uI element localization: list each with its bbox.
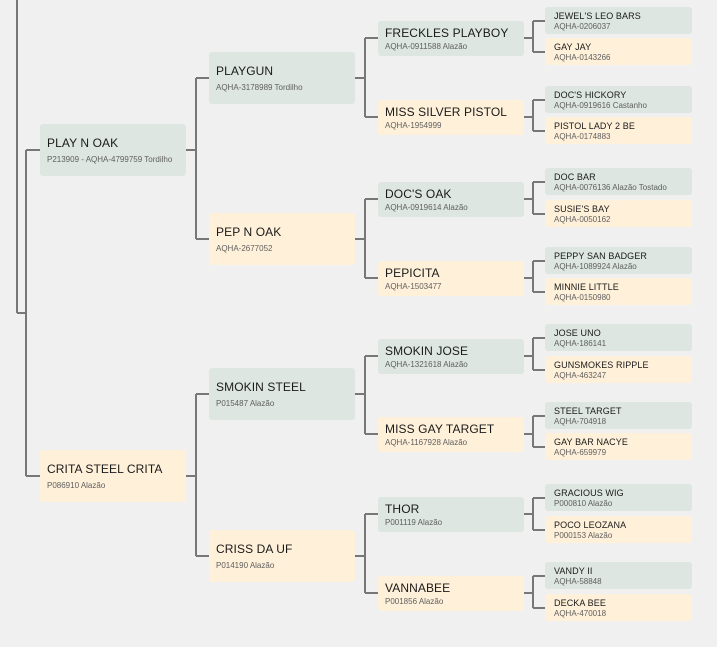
horse-registration: AQHA-0919614 Alazão — [385, 203, 468, 212]
pedigree-card-d[interactable]: CRITA STEEL CRITA P086910 Alazão — [40, 450, 186, 502]
horse-registration: P014190 Alazão — [216, 561, 275, 570]
horse-name: JOSE UNO — [554, 327, 601, 338]
horse-name: PEPPY SAN BADGER — [554, 250, 647, 261]
horse-name: PISTOL LADY 2 BE — [554, 120, 635, 131]
horse-registration: AQHA-1954999 — [385, 121, 442, 130]
horse-name: VANDY II — [554, 565, 593, 576]
horse-name: SMOKIN JOSE — [385, 344, 469, 358]
horse-name: CRISS DA UF — [216, 542, 293, 556]
horse-name: PLAYGUN — [216, 64, 274, 78]
pedigree-card-sss[interactable]: FRECKLES PLAYBOY AQHA-0911588 Alazão — [378, 21, 524, 56]
horse-registration: AQHA-1167928 Alazão — [385, 438, 468, 447]
pedigree-card-dd[interactable]: CRISS DA UF P014190 Alazão — [209, 530, 355, 582]
horse-name: GAY JAY — [554, 41, 592, 52]
pedigree-card-ddsd[interactable]: POCO LEOZANA P000153 Alazão — [545, 516, 692, 543]
horse-registration: AQHA-0911588 Alazão — [385, 42, 468, 51]
pedigree-card-sdsd[interactable]: SUSIE'S BAY AQHA-0050162 — [545, 200, 692, 227]
pedigree-card-sdd[interactable]: PEPICITA AQHA-1503477 — [378, 261, 524, 296]
horse-registration: AQHA-463247 — [554, 370, 607, 380]
pedigree-card-dds[interactable]: THOR P001119 Alazão — [378, 497, 524, 532]
horse-registration: P001856 Alazão — [385, 597, 444, 606]
horse-registration: AQHA-704918 — [554, 416, 607, 426]
horse-registration: AQHA-470018 — [554, 608, 607, 618]
horse-registration: AQHA-186141 — [554, 338, 607, 348]
pedigree-card-ddss[interactable]: GRACIOUS WIG P000810 Alazão — [545, 484, 692, 511]
pedigree-card-sds[interactable]: DOC'S OAK AQHA-0919614 Alazão — [378, 182, 524, 217]
horse-name: PEPICITA — [385, 266, 440, 280]
horse-name: PEP N OAK — [216, 225, 282, 239]
horse-name: POCO LEOZANA — [554, 519, 627, 530]
horse-name: MISS SILVER PISTOL — [385, 105, 508, 119]
horse-name: THOR — [385, 502, 420, 516]
horse-name: SMOKIN STEEL — [216, 380, 306, 394]
horse-registration: P213909 - AQHA-4799759 Tordilho — [47, 155, 173, 164]
horse-registration: AQHA-3178989 Tordilho — [216, 83, 303, 92]
horse-name: CRITA STEEL CRITA — [47, 462, 163, 476]
horse-name: PLAY N OAK — [47, 136, 119, 150]
horse-name: SUSIE'S BAY — [554, 203, 610, 214]
pedigree-card-ssd[interactable]: MISS SILVER PISTOL AQHA-1954999 — [378, 100, 524, 135]
pedigree-card-ssdd[interactable]: PISTOL LADY 2 BE AQHA-0174883 — [545, 117, 692, 144]
horse-name: DECKA BEE — [554, 597, 606, 608]
horse-name: FRECKLES PLAYBOY — [385, 26, 509, 40]
horse-name: DOC BAR — [554, 171, 596, 182]
pedigree-card-ddd[interactable]: VANNABEE P001856 Alazão — [378, 576, 524, 611]
horse-registration: AQHA-1089924 Alazão — [554, 261, 637, 271]
horse-name: STEEL TARGET — [554, 405, 622, 416]
pedigree-card-dsss[interactable]: JOSE UNO AQHA-186141 — [545, 324, 692, 351]
pedigree-card-dsd[interactable]: MISS GAY TARGET AQHA-1167928 Alazão — [378, 417, 524, 452]
pedigree-card-sdss[interactable]: DOC BAR AQHA-0076136 Alazão Tostado — [545, 168, 692, 195]
horse-registration: AQHA-58848 — [554, 576, 602, 586]
pedigree-card-sd[interactable]: PEP N OAK AQHA-2677052 — [209, 213, 355, 265]
horse-registration: P000810 Alazão — [554, 498, 613, 508]
horse-registration: AQHA-0050162 — [554, 214, 611, 224]
horse-registration: AQHA-0206037 — [554, 21, 611, 31]
horse-name: GUNSMOKES RIPPLE — [554, 359, 649, 370]
horse-registration: AQHA-1503477 — [385, 282, 442, 291]
pedigree-card-dsds[interactable]: STEEL TARGET AQHA-704918 — [545, 402, 692, 429]
horse-registration: AQHA-1321618 Alazão — [385, 360, 468, 369]
pedigree-card-sddd[interactable]: MINNIE LITTLE AQHA-0150980 — [545, 278, 692, 305]
pedigree-card-ss[interactable]: PLAYGUN AQHA-3178989 Tordilho — [209, 52, 355, 104]
pedigree-card-dddd[interactable]: DECKA BEE AQHA-470018 — [545, 594, 692, 621]
horse-name: GAY BAR NACYE — [554, 436, 628, 447]
horse-registration: P015487 Alazão — [216, 399, 275, 408]
pedigree-card-ddds[interactable]: VANDY II AQHA-58848 — [545, 562, 692, 589]
pedigree-card-sdds[interactable]: PEPPY SAN BADGER AQHA-1089924 Alazão — [545, 247, 692, 274]
pedigree-card-dssd[interactable]: GUNSMOKES RIPPLE AQHA-463247 — [545, 356, 692, 383]
pedigree-card-ssss[interactable]: JEWEL'S LEO BARS AQHA-0206037 — [545, 7, 692, 34]
horse-registration: AQHA-659979 — [554, 447, 607, 457]
horse-name: VANNABEE — [385, 581, 451, 595]
pedigree-card-sssd[interactable]: GAY JAY AQHA-0143266 — [545, 38, 692, 65]
pedigree-card-ds[interactable]: SMOKIN STEEL P015487 Alazão — [209, 368, 355, 420]
pedigree-card-ssds[interactable]: DOC'S HICKORY AQHA-0919616 Castanho — [545, 86, 692, 113]
horse-name: DOC'S OAK — [385, 187, 452, 201]
horse-registration: AQHA-0174883 — [554, 131, 611, 141]
horse-name: JEWEL'S LEO BARS — [554, 10, 641, 21]
pedigree-card-dsdd[interactable]: GAY BAR NACYE AQHA-659979 — [545, 433, 692, 460]
horse-registration: P000153 Alazão — [554, 530, 613, 540]
horse-name: DOC'S HICKORY — [554, 89, 627, 100]
horse-name: MISS GAY TARGET — [385, 422, 495, 436]
horse-registration: AQHA-0076136 Alazão Tostado — [554, 182, 667, 192]
horse-registration: P086910 Alazão — [47, 481, 106, 490]
horse-name: MINNIE LITTLE — [554, 281, 619, 292]
horse-registration: AQHA-0150980 — [554, 292, 611, 302]
pedigree-card-s[interactable]: PLAY N OAK P213909 - AQHA-4799759 Tordil… — [40, 124, 186, 176]
horse-registration: AQHA-0919616 Castanho — [554, 100, 647, 110]
horse-registration: AQHA-2677052 — [216, 244, 273, 253]
horse-registration: AQHA-0143266 — [554, 52, 611, 62]
horse-registration: P001119 Alazão — [385, 518, 443, 527]
pedigree-card-dss[interactable]: SMOKIN JOSE AQHA-1321618 Alazão — [378, 339, 524, 374]
horse-name: GRACIOUS WIG — [554, 487, 624, 498]
